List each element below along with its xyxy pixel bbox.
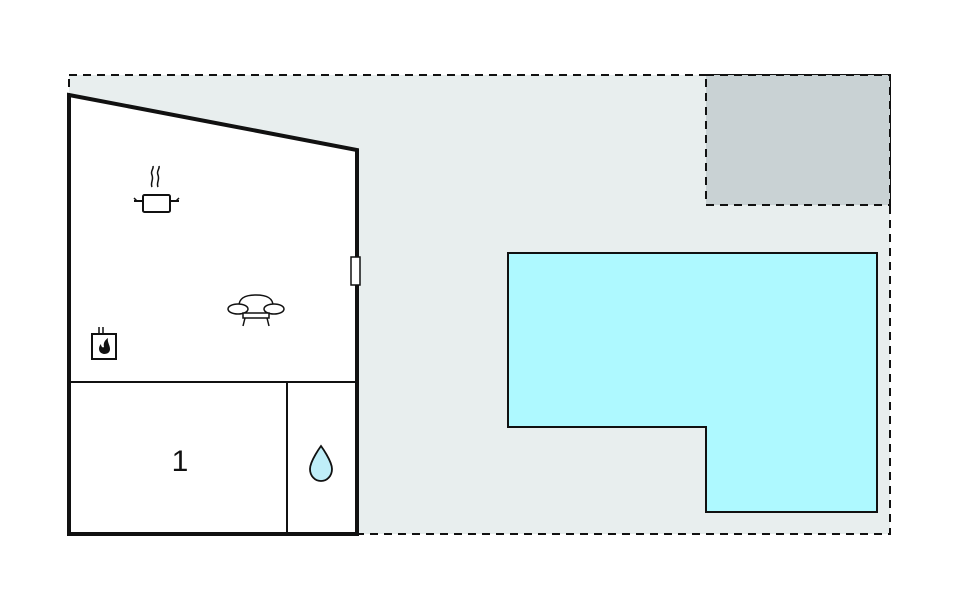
swimming-pool <box>507 252 878 513</box>
water-drop-icon <box>309 444 333 482</box>
house-outline <box>67 92 359 536</box>
covered-area <box>705 74 891 206</box>
sofa-icon <box>227 294 285 327</box>
door-marker <box>350 256 361 286</box>
bedroom-number-label: 1 <box>172 445 189 478</box>
cooking-pot-icon <box>133 165 180 213</box>
fireplace-icon <box>91 327 117 360</box>
